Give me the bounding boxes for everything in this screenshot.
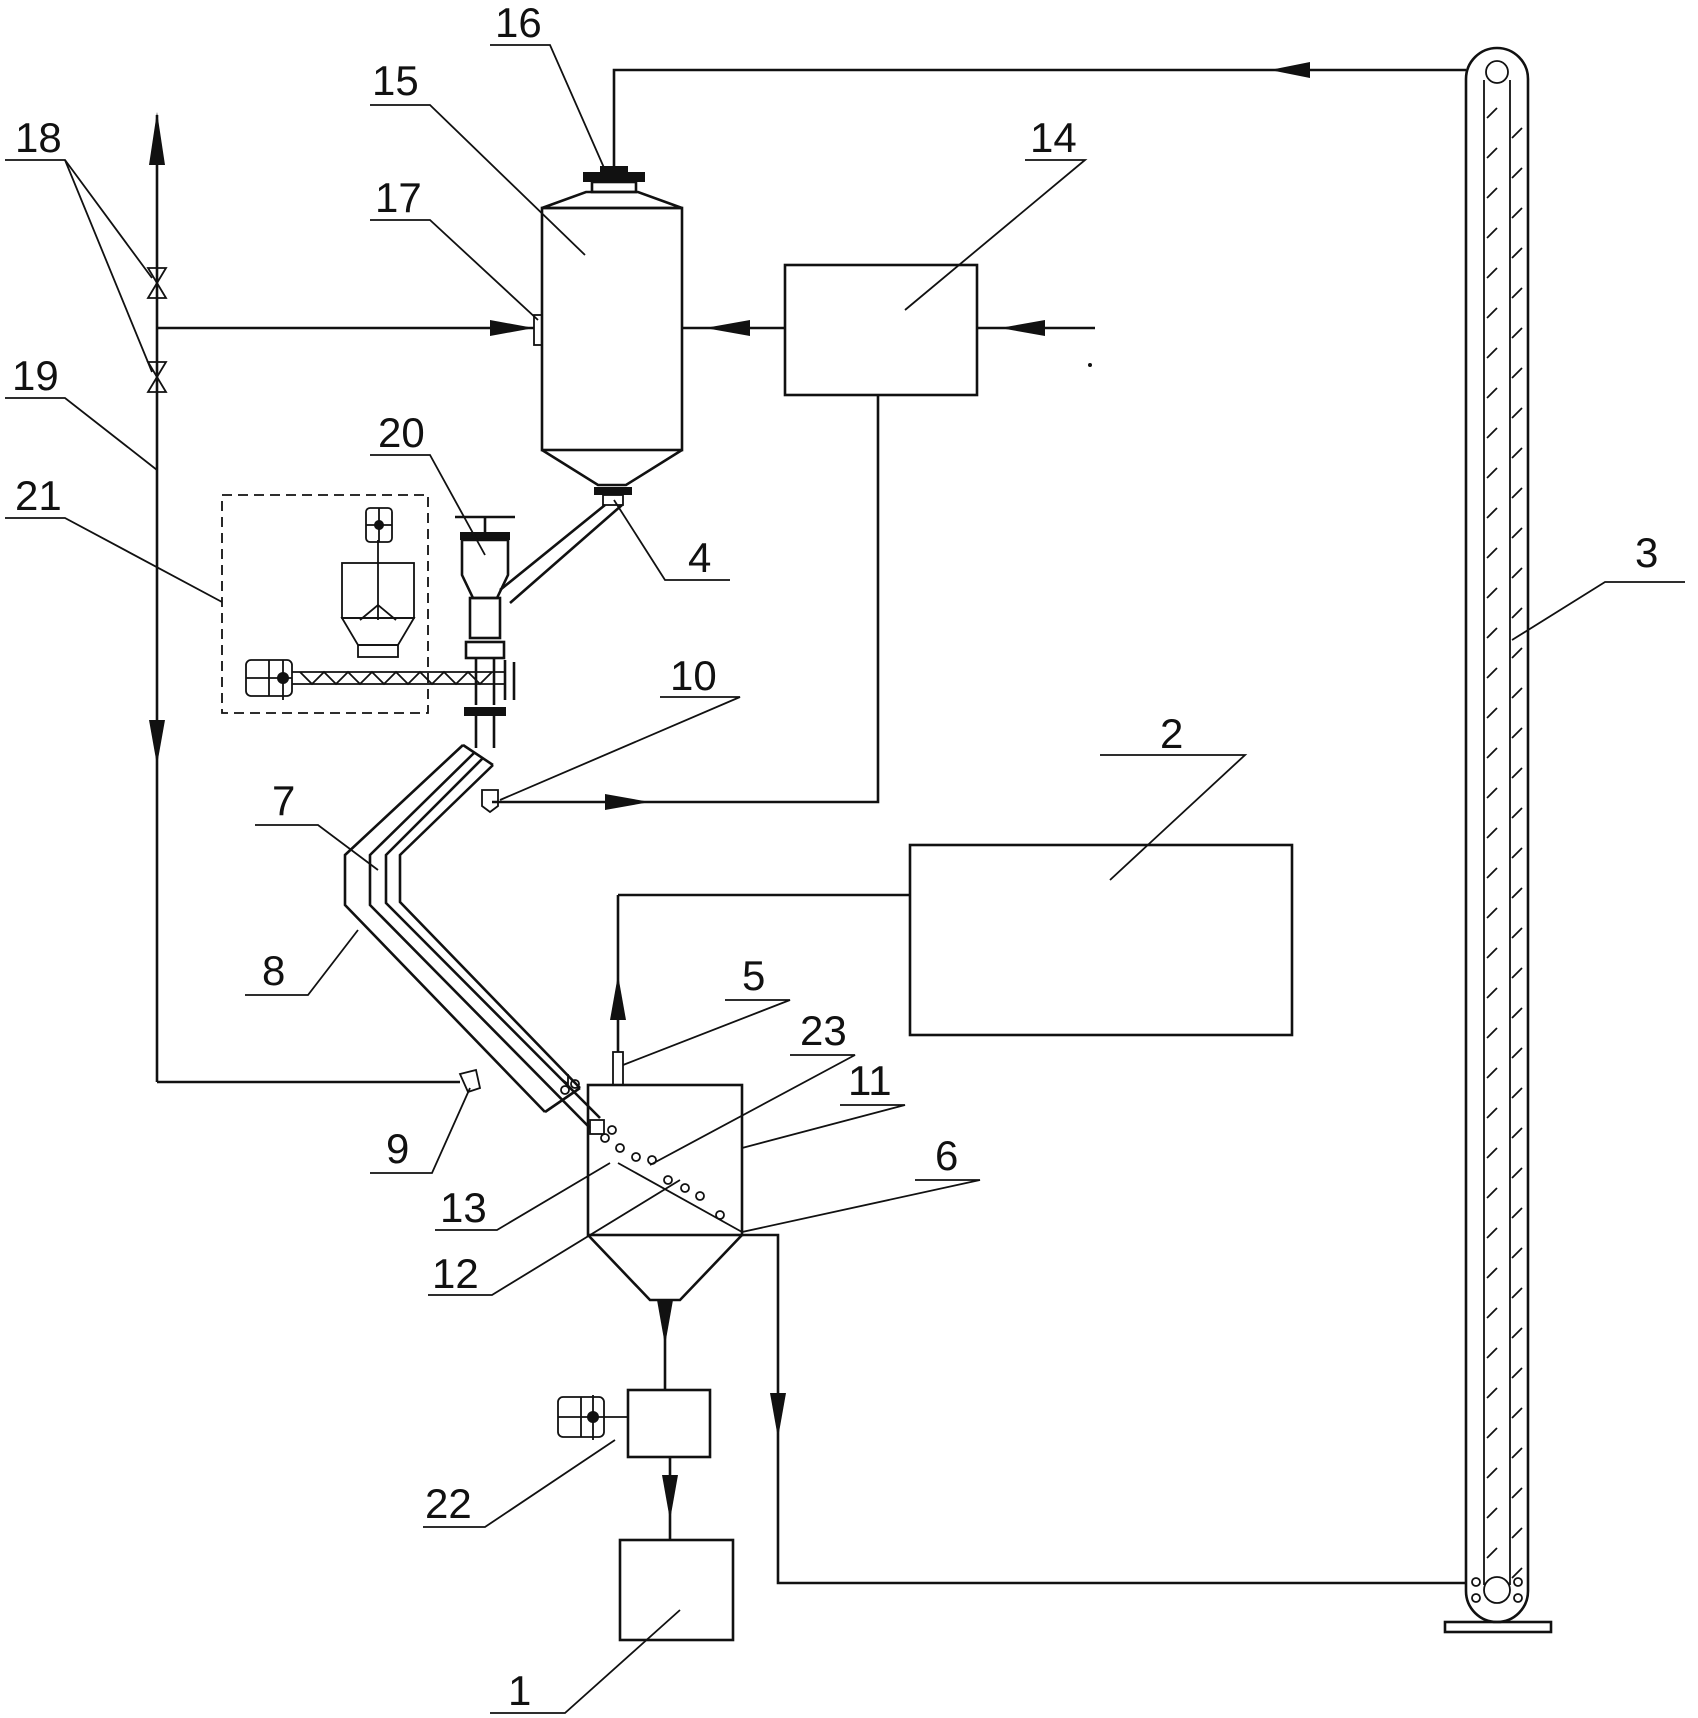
screw-feeder-21 [222,495,505,713]
label-13: 13 [440,1184,487,1231]
label-8: 8 [262,947,285,994]
label-20: 20 [378,409,425,456]
separator-11 [588,895,1466,1583]
label-22: 22 [425,1480,472,1527]
bucket-elevator [1445,48,1551,1632]
elbow-pipe [345,745,604,1134]
label-11: 11 [848,1057,892,1104]
label-21: 21 [15,472,62,519]
label-1: 1 [508,1667,531,1714]
labels: 1 2 3 4 5 6 7 8 9 10 11 12 13 14 15 16 1… [12,0,1658,1714]
label-5: 5 [742,952,765,999]
label-23: 23 [800,1007,847,1054]
label-4: 4 [688,534,711,581]
label-10: 10 [670,652,717,699]
feeder-20 [455,505,622,748]
label-19: 19 [12,352,59,399]
label-12: 12 [432,1250,479,1297]
label-14: 14 [1030,114,1077,161]
label-6: 6 [935,1132,958,1179]
unit-14 [492,265,1095,810]
unit-2 [910,845,1292,1035]
label-17: 17 [375,174,422,221]
leader-lines [5,45,1685,1713]
label-2: 2 [1160,710,1183,757]
label-15: 15 [372,57,419,104]
unit-22 [558,1390,710,1540]
label-16: 16 [495,0,542,46]
label-7: 7 [272,777,295,824]
vessel-15 [534,166,682,505]
unit-1 [620,1540,733,1640]
label-9: 9 [386,1125,409,1172]
label-18: 18 [15,114,62,161]
label-3: 3 [1635,529,1658,576]
